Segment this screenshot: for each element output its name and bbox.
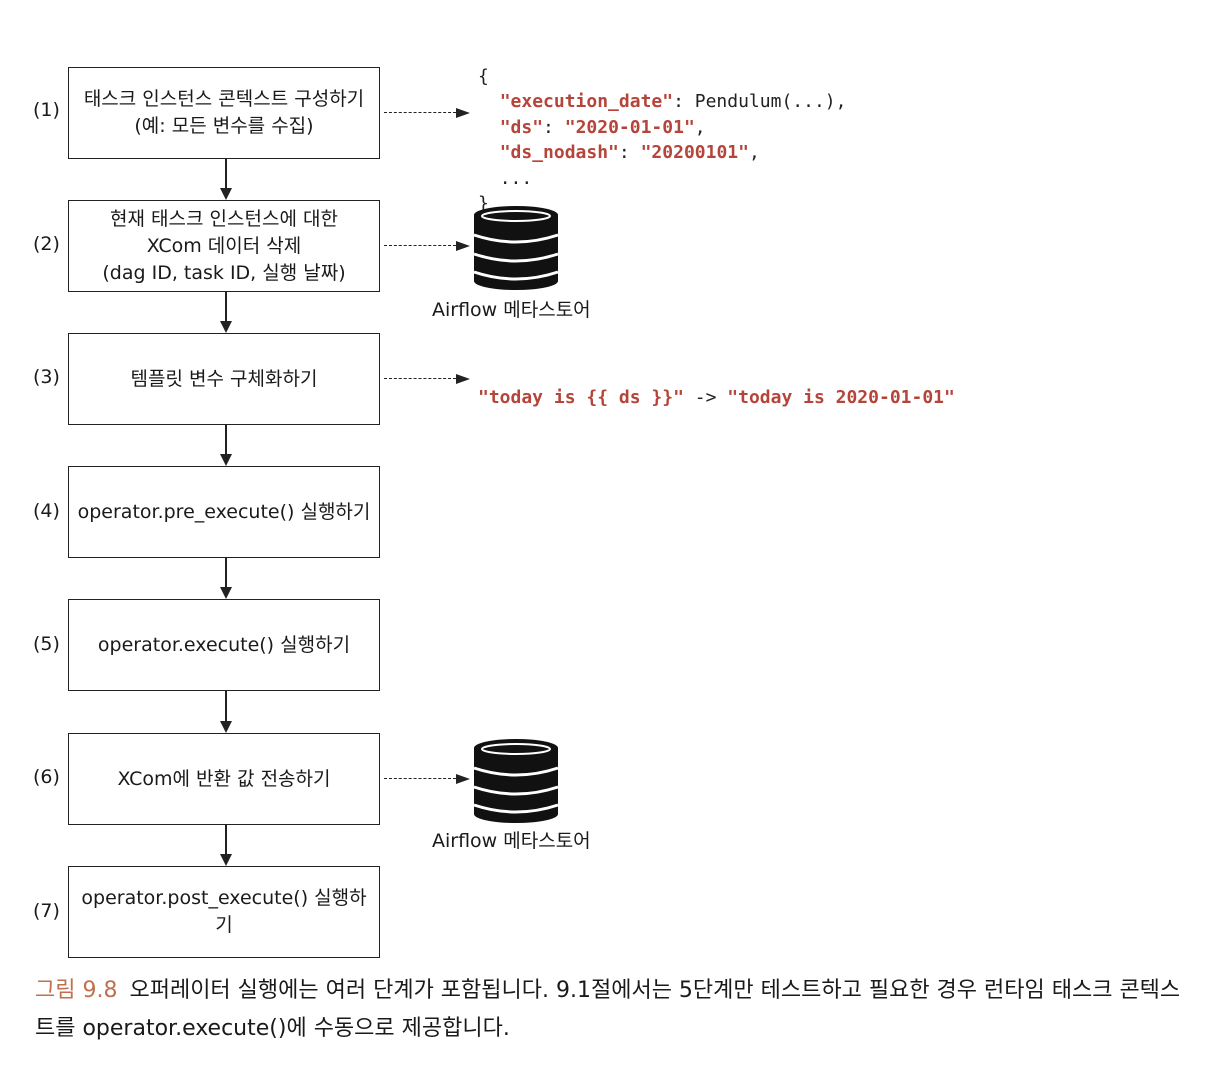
- connector-6-7: [225, 825, 227, 855]
- database-icon: [473, 739, 559, 823]
- step-box-1: 태스크 인스턴스 콘텍스트 구성하기 (예: 모든 변수를 수집): [68, 67, 380, 159]
- arrow-head-down-icon: [220, 854, 232, 866]
- dashed-arrow-6: [384, 778, 456, 779]
- arrow-head-down-icon: [220, 587, 232, 599]
- code-value-ds: "2020-01-01": [564, 116, 695, 138]
- arrow-head-right-icon: [456, 374, 470, 384]
- arrow-head-down-icon: [220, 721, 232, 733]
- connector-3-4: [225, 425, 227, 455]
- step-2-text: 현재 태스크 인스턴스에 대한 XCom 데이터 삭제 (dag ID, tas…: [102, 207, 346, 284]
- caption-text: 오퍼레이터 실행에는 여러 단계가 포함됩니다. 9.1절에서는 5단계만 테스…: [35, 978, 1181, 1041]
- step-box-2: 현재 태스크 인스턴스에 대한 XCom 데이터 삭제 (dag ID, tas…: [68, 200, 380, 292]
- step-2-number: (2): [33, 233, 60, 255]
- database-icon: [473, 206, 559, 290]
- arrow-head-down-icon: [220, 454, 232, 466]
- step-box-3: 템플릿 변수 구체화하기: [68, 333, 380, 425]
- step-5-number: (5): [33, 633, 60, 655]
- step-7-number: (7): [33, 900, 60, 922]
- step-3-number: (3): [33, 366, 60, 388]
- template-before: "today is {{ ds }}": [478, 387, 684, 408]
- step-box-7: operator.post_execute() 실행하기: [68, 866, 380, 958]
- arrow-head-right-icon: [456, 774, 470, 784]
- code-sep: :: [543, 116, 565, 138]
- metastore-label-1: Airflow 메타스토어: [432, 299, 591, 321]
- step-4-number: (4): [33, 500, 60, 522]
- step-7-text: operator.post_execute() 실행하기: [81, 887, 367, 936]
- template-example: "today is {{ ds }}" -> "today is 2020-01…: [478, 366, 955, 408]
- connector-2-3: [225, 292, 227, 322]
- code-ellipsis: ...: [499, 167, 533, 189]
- code-open-brace: {: [478, 65, 489, 87]
- arrow-head-right-icon: [456, 241, 470, 251]
- figure-number: 그림 9.8: [35, 978, 118, 1003]
- step-box-4: operator.pre_execute() 실행하기: [68, 466, 380, 558]
- step-5-text: operator.execute() 실행하기: [97, 633, 351, 656]
- arrow-head-down-icon: [220, 321, 232, 333]
- metastore-label-2: Airflow 메타스토어: [432, 830, 591, 852]
- step-box-6: XCom에 반환 값 전송하기: [68, 733, 380, 825]
- dashed-arrow-1: [384, 112, 456, 113]
- step-1-text: 태스크 인스턴스 콘텍스트 구성하기 (예: 모든 변수를 수집): [83, 88, 365, 137]
- code-comma: ,: [748, 142, 760, 163]
- dashed-arrow-3: [384, 378, 456, 379]
- template-arrow: ->: [683, 387, 728, 408]
- step-6-text: XCom에 반환 값 전송하기: [117, 767, 331, 790]
- code-key-execution-date: "execution_date": [499, 91, 674, 112]
- code-sep: :: [618, 142, 641, 163]
- code-value-pendulum: : Pendulum(...),: [673, 91, 847, 112]
- arrow-head-right-icon: [456, 108, 470, 118]
- context-code-block: { "execution_date": Pendulum(...), "ds":…: [478, 38, 846, 217]
- code-key-ds: "ds": [499, 116, 544, 138]
- arrow-head-down-icon: [220, 188, 232, 200]
- code-comma: ,: [694, 116, 706, 138]
- code-value-ds-nodash: "20200101": [640, 142, 749, 163]
- connector-4-5: [225, 558, 227, 588]
- dashed-arrow-2: [384, 245, 456, 246]
- code-close-brace: }: [478, 193, 489, 214]
- step-6-number: (6): [33, 766, 60, 788]
- step-box-5: operator.execute() 실행하기: [68, 599, 380, 691]
- step-3-text: 템플릿 변수 구체화하기: [130, 367, 318, 390]
- step-4-text: operator.pre_execute() 실행하기: [77, 500, 371, 523]
- step-1-number: (1): [33, 99, 60, 121]
- connector-1-2: [225, 159, 227, 189]
- code-key-ds-nodash: "ds_nodash": [499, 142, 619, 163]
- template-after: "today is 2020-01-01": [727, 387, 955, 408]
- connector-5-6: [225, 691, 227, 722]
